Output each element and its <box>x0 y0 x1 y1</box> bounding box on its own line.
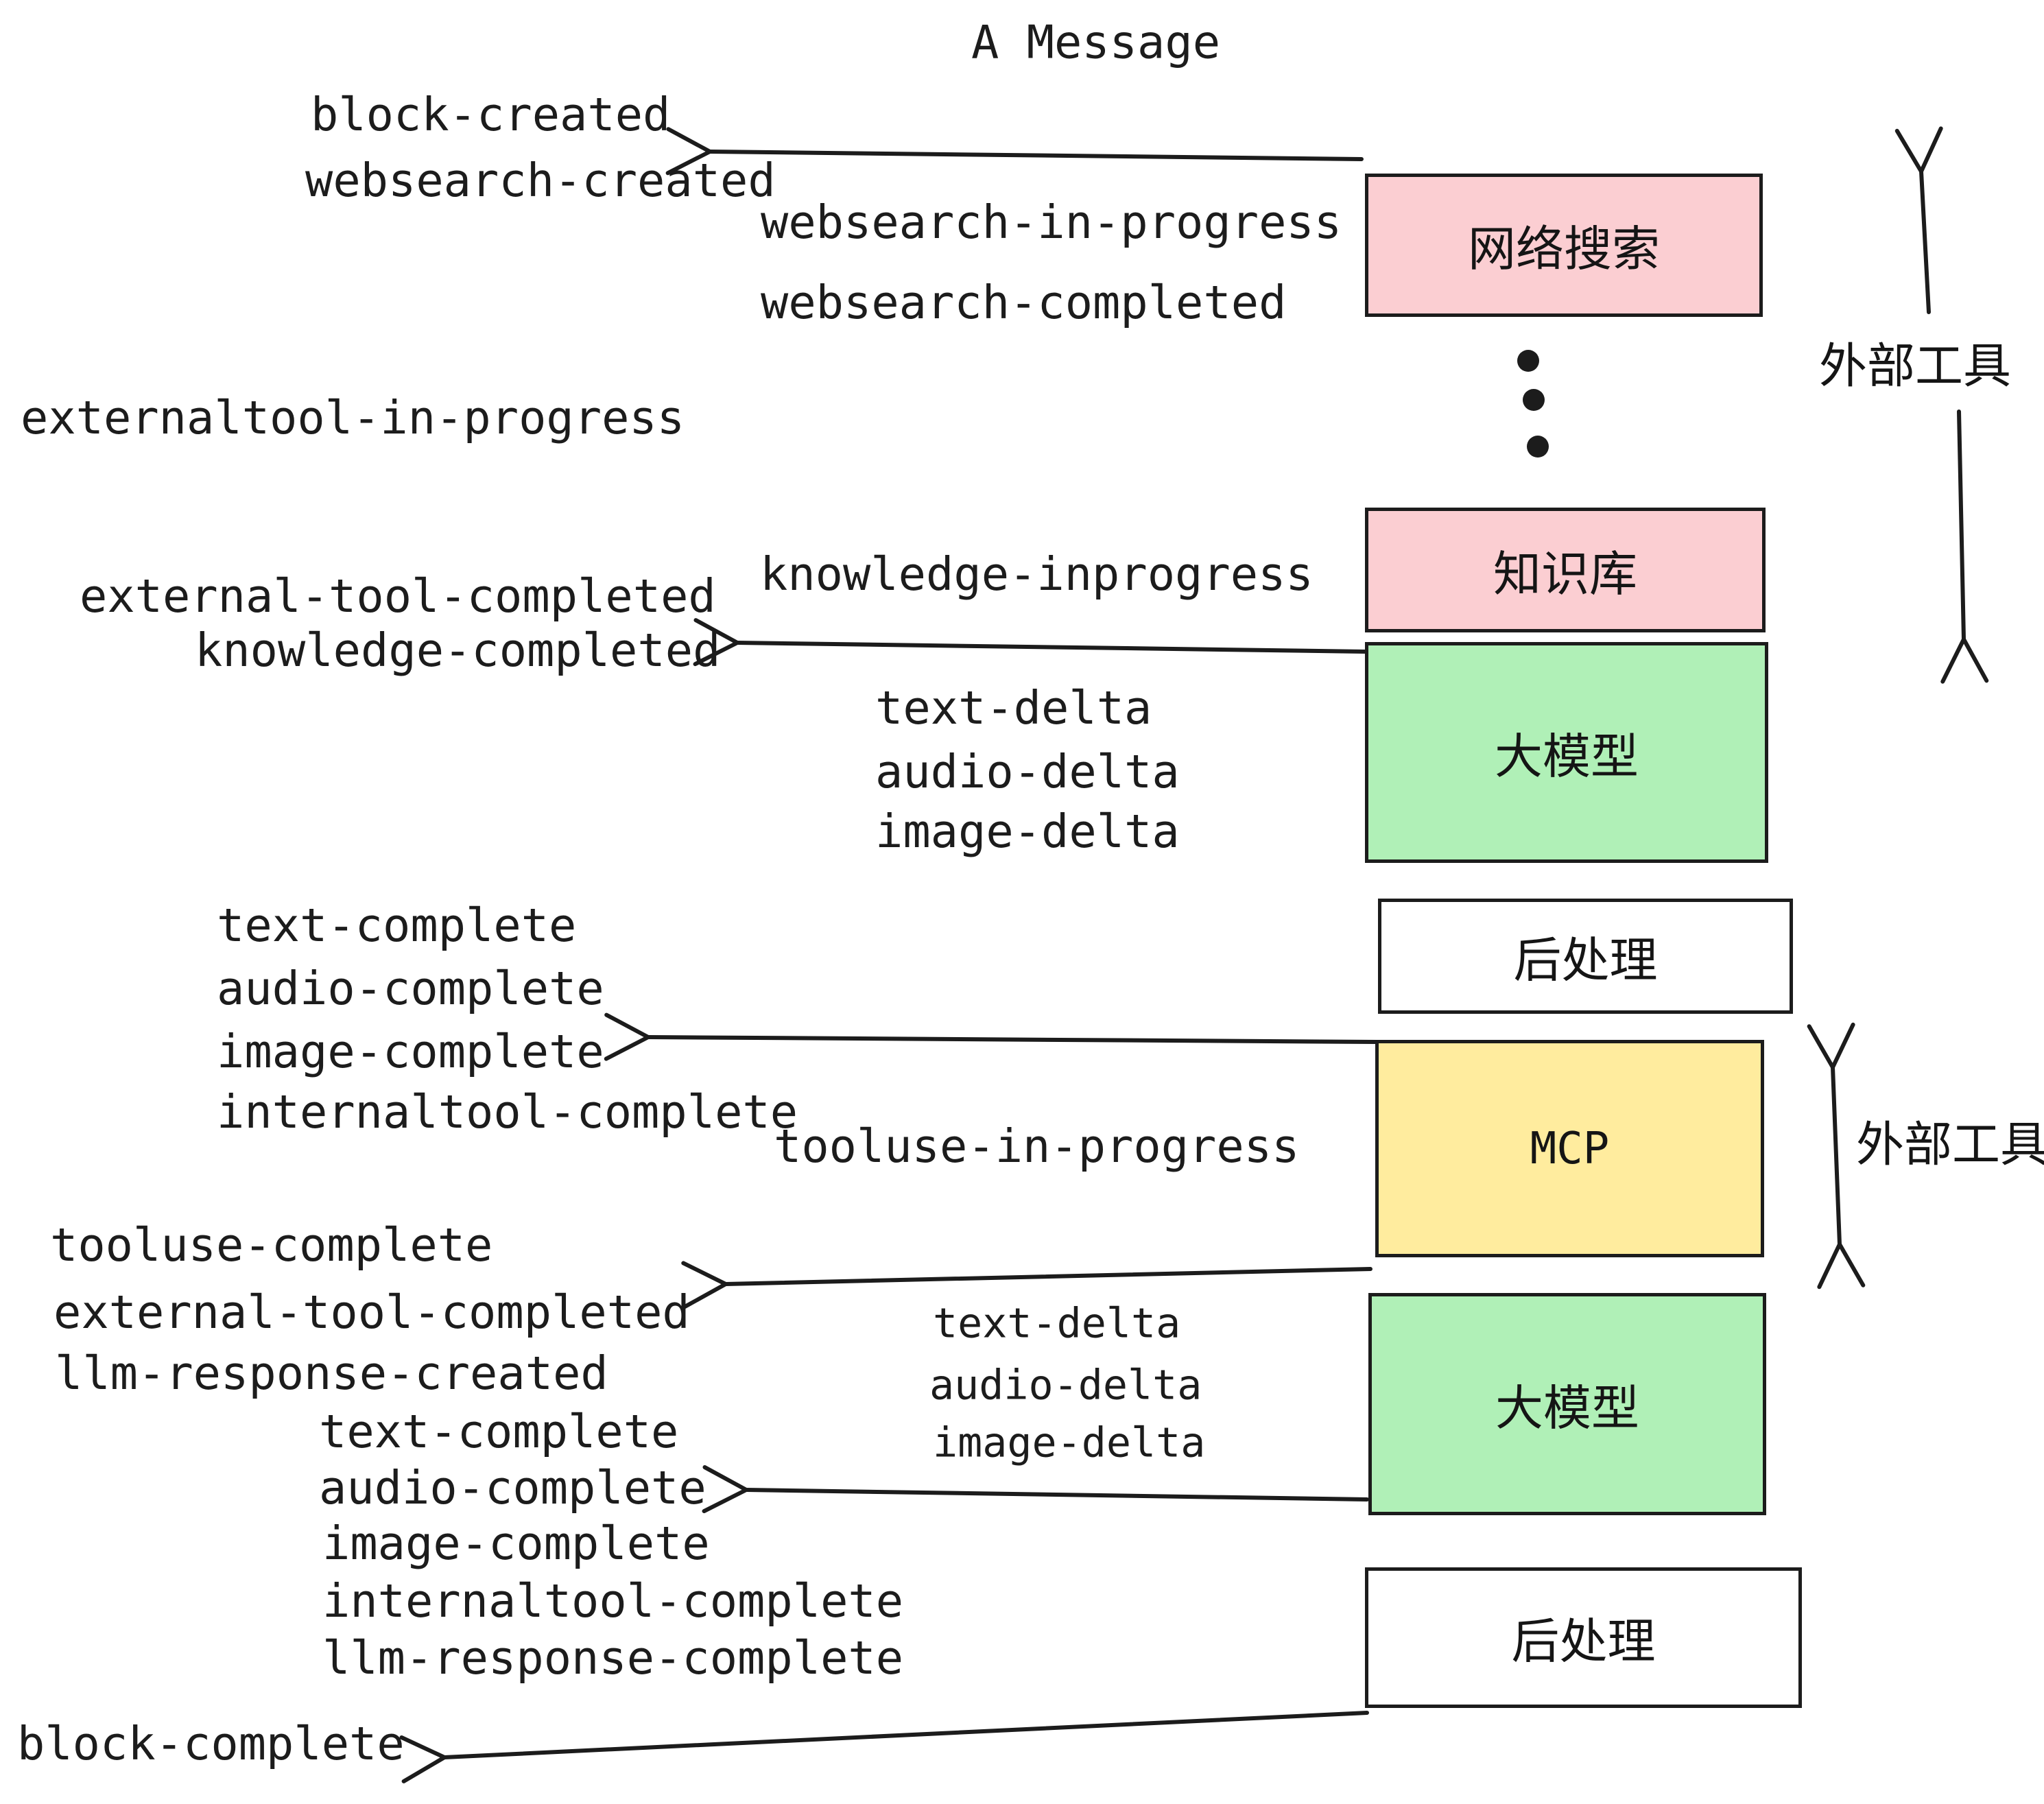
event-label-websearch-in-progress: websearch-in-progress <box>761 195 1342 249</box>
external-tools-label-mid: 外部工具 <box>1856 1117 2044 1172</box>
event-label-llm-response-complete: llm-response-complete <box>322 1630 904 1685</box>
box-mcp: MCP <box>1375 1040 1764 1257</box>
box-knowledge-label: 知识库 <box>1493 547 1637 601</box>
box-llm-2: 大模型 <box>1368 1293 1766 1515</box>
box-websearch-label: 网络搜索 <box>1468 222 1660 276</box>
event-label-knowledge-inprogress: knowledge-inprogress <box>760 547 1314 601</box>
box-postprocess-2-label: 后处理 <box>1511 1615 1656 1668</box>
event-label-externaltool-in-progress: externaltool-in-progress <box>21 390 685 444</box>
box-llm-2-label: 大模型 <box>1495 1381 1639 1435</box>
box-postprocess-1-label: 后处理 <box>1513 933 1658 987</box>
event-label-text-delta-2: text-delta <box>933 1299 1181 1348</box>
event-label-text-delta-1: text-delta <box>875 680 1152 735</box>
event-label-external-tool-completed-2: external-tool-completed <box>54 1285 690 1339</box>
ellipsis-dots <box>1517 350 1549 458</box>
arrow-to-tooluse-complete <box>681 1261 1372 1309</box>
external-tools-label-top: 外部工具 <box>1819 339 2011 393</box>
event-label-image-complete-2: image-complete <box>322 1516 710 1570</box>
box-websearch: 网络搜索 <box>1365 174 1763 317</box>
event-label-tooluse-in-progress: tooluse-in-progress <box>774 1119 1300 1173</box>
event-label-text-complete-2: text-complete <box>319 1404 679 1458</box>
box-llm-1: 大模型 <box>1365 642 1768 863</box>
event-label-websearch-completed: websearch-completed <box>761 275 1287 329</box>
external-tools-double-arrow <box>1807 1022 1866 1290</box>
event-label-websearch-created: websearch-created <box>305 153 776 207</box>
event-label-tooluse-complete: tooluse-complete <box>50 1218 493 1272</box>
external-tools-down-arrow <box>1940 410 1989 684</box>
event-label-internaltool-complete-1: internaltool-complete <box>217 1084 798 1139</box>
event-label-audio-delta-1: audio-delta <box>875 744 1180 798</box>
event-label-audio-complete-1: audio-complete <box>217 961 604 1015</box>
arrow-to-knowledge-completed <box>693 618 1368 667</box>
event-label-block-created: block-created <box>311 87 671 141</box>
box-postprocess-1: 后处理 <box>1378 899 1793 1014</box>
diagram-title: A Message <box>971 15 1221 69</box>
box-mcp-label: MCP <box>1530 1123 1610 1174</box>
arrow-to-block-created <box>665 127 1364 176</box>
event-label-block-complete: block-complete <box>17 1716 405 1770</box>
event-label-image-delta-2: image-delta <box>933 1419 1206 1467</box>
arrow-to-audio-complete <box>702 1465 1369 1514</box>
arrow-to-image-complete <box>604 1012 1379 1061</box>
box-llm-1-label: 大模型 <box>1495 729 1639 783</box>
event-label-text-complete-1: text-complete <box>217 898 577 952</box>
event-label-audio-complete-2: audio-complete <box>319 1460 706 1515</box>
event-label-image-complete-1: image-complete <box>217 1024 604 1078</box>
external-tools-up-arrow <box>1894 126 1943 314</box>
event-label-knowledge-completed: knowledge-completed <box>195 623 721 677</box>
event-label-image-delta-1: image-delta <box>875 804 1180 858</box>
arrow-to-block-complete <box>399 1711 1369 1783</box>
event-label-llm-response-created: llm-response-created <box>55 1346 608 1400</box>
box-postprocess-2: 后处理 <box>1365 1567 1802 1708</box>
event-label-audio-delta-2: audio-delta <box>929 1361 1202 1410</box>
box-knowledge: 知识库 <box>1365 508 1766 632</box>
event-label-external-tool-completed-1: external-tool-completed <box>80 569 716 623</box>
event-label-internaltool-complete-2: internaltool-complete <box>322 1574 904 1628</box>
